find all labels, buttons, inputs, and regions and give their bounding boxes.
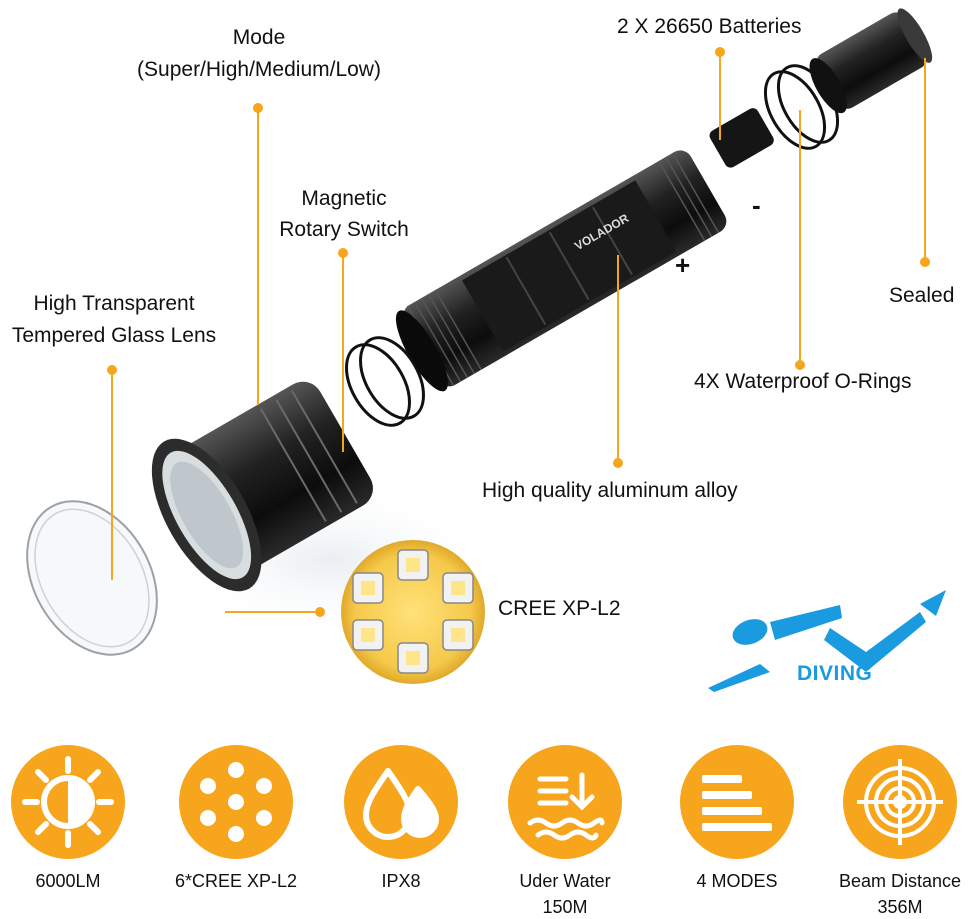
- feature-label-line2: 150M: [542, 897, 588, 917]
- target-icon: [843, 745, 957, 859]
- rotary-switch-label: Rotary Switch: [279, 218, 409, 241]
- lens-label-line2: Tempered Glass Lens: [11, 324, 217, 347]
- feature-label: 6*CREE XP-L2: [174, 871, 298, 891]
- glass-lens: [26, 500, 158, 656]
- diving-logo: [708, 590, 946, 692]
- feature-leds: 6*CREE XP-L2: [161, 745, 311, 893]
- alloy-label: High quality aluminum alloy: [482, 479, 738, 502]
- magnetic-label: Magnetic: [301, 187, 387, 210]
- feature-lumens: 6000LM: [0, 745, 143, 893]
- feature-label: IPX8: [381, 871, 421, 891]
- cree-led-disc: [341, 540, 485, 684]
- minus-sign: -: [752, 190, 761, 220]
- sun-half-icon: [11, 745, 125, 859]
- tail-cap: [809, 8, 933, 114]
- cree-label: CREE XP-L2: [498, 597, 621, 620]
- feature-underwater: Uder Water 150M: [490, 745, 640, 919]
- feature-label: Uder Water: [519, 871, 611, 891]
- flashlight-head: [151, 381, 373, 592]
- feature-modes: 4 MODES: [662, 745, 812, 893]
- water-drops-icon: [344, 745, 458, 859]
- modes-bars-icon: [680, 745, 794, 859]
- feature-label: Beam Distance: [838, 871, 962, 891]
- six-dots-icon: [179, 745, 293, 859]
- feature-ipx8: IPX8: [326, 745, 476, 893]
- battery-tube: VOLADOR: [395, 150, 727, 392]
- plus-sign: +: [675, 250, 691, 280]
- sealed-label: Sealed: [889, 284, 955, 307]
- feature-beam-distance: Beam Distance 356M: [825, 745, 972, 919]
- batteries-label: 2 X 26650 Batteries: [617, 15, 802, 38]
- mode-subtitle: (Super/High/Medium/Low): [137, 58, 381, 81]
- feature-label: 6000LM: [35, 871, 101, 891]
- feature-label-line2: 356M: [877, 897, 923, 917]
- lens-label-line1: High Transparent: [33, 292, 195, 315]
- diving-label: DIVING: [797, 662, 873, 685]
- feature-label: 4 MODES: [696, 871, 778, 891]
- orings-label: 4X Waterproof O-Rings: [694, 370, 912, 393]
- underwater-icon: [508, 745, 622, 859]
- mode-title: Mode: [232, 26, 286, 49]
